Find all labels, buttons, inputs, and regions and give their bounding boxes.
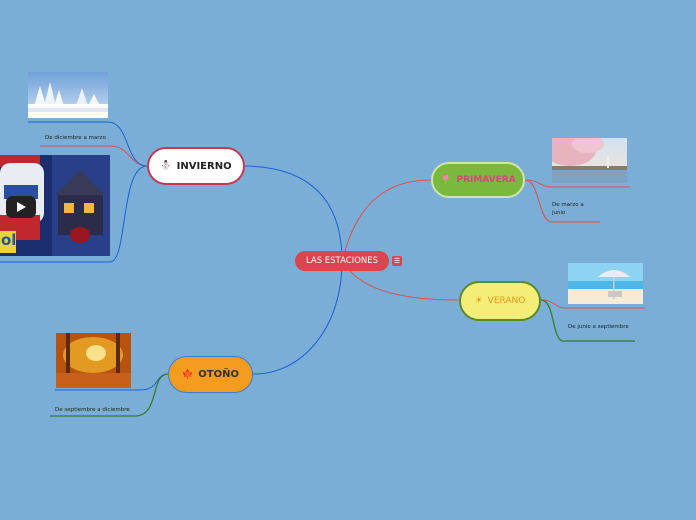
node-invierno[interactable]: ⛄ INVIERNO: [147, 147, 245, 185]
verano-caption: De junio a septiembre: [568, 324, 629, 330]
invierno-caption: De diciembre a marzo: [45, 135, 106, 141]
verano-label: VERANO: [487, 296, 526, 306]
primavera-caption: De marzo a junio: [552, 202, 584, 216]
sun-icon: ☀: [474, 296, 483, 306]
play-button-icon[interactable]: [6, 196, 36, 218]
snowman-icon: ⛄: [160, 161, 172, 171]
root-node[interactable]: LAS ESTACIONES: [295, 251, 389, 271]
video-partial-text: ol: [1, 231, 17, 249]
flower-icon: 🌷: [440, 175, 452, 185]
node-otono[interactable]: 🍁 OTOÑO: [168, 356, 253, 393]
primavera-cherry-blossom-image: [552, 138, 627, 183]
otono-label: OTOÑO: [198, 369, 239, 380]
leaf-icon: 🍁: [182, 369, 194, 380]
otono-caption: De septiembre a diciembre: [55, 407, 130, 413]
collapse-toggle-icon[interactable]: ☰: [392, 256, 402, 266]
otono-autumn-image: [56, 333, 131, 388]
primavera-label: PRIMAVERA: [456, 175, 516, 185]
invierno-snow-image: [28, 72, 108, 118]
root-label: LAS ESTACIONES: [305, 256, 379, 266]
invierno-label: INVIERNO: [176, 160, 232, 172]
node-primavera[interactable]: 🌷 PRIMAVERA: [431, 162, 525, 198]
verano-beach-image: [568, 263, 643, 304]
node-verano[interactable]: ☀ VERANO: [459, 281, 541, 321]
